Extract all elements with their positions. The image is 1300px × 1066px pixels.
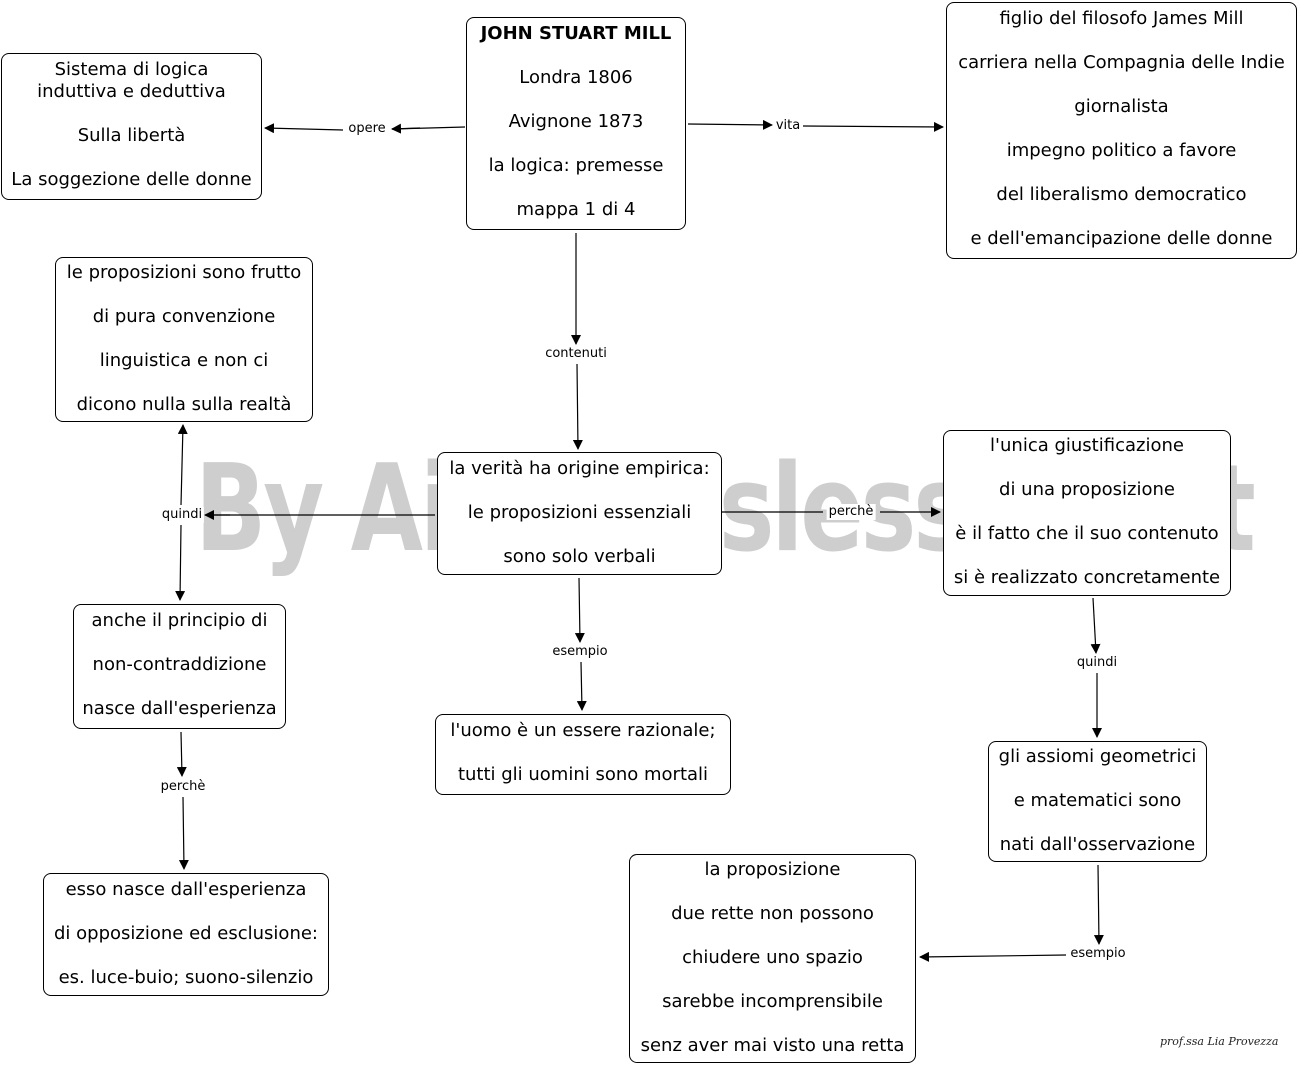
node-line: le proposizioni sono frutto (66, 262, 302, 283)
node-life: figlio del filosofo James Mill carriera … (946, 2, 1297, 259)
node-john-stuart-mill: JOHN STUART MILL Londra 1806 Avignone 18… (466, 17, 686, 230)
node-line: non-contraddizione (92, 654, 267, 675)
node-line: la verità ha origine empirica: (449, 458, 710, 479)
node-line: sono solo verbali (503, 546, 656, 567)
node-line: l'uomo è un essere razionale; (450, 720, 716, 741)
edge-label-opere: opere (346, 121, 388, 137)
node-line: mappa 1 di 4 (516, 199, 636, 220)
node-opposition: esso nasce dall'esperienza di opposizion… (43, 873, 329, 996)
node-line: linguistica e non ci (99, 350, 269, 371)
edge-vita-life (802, 121, 944, 132)
node-line: di una proposizione (999, 479, 1175, 500)
edge-perche-opposition (178, 796, 189, 870)
edge-esempio-lines (919, 951, 1067, 962)
node-line: giornalista (1074, 96, 1169, 117)
node-example-man: l'uomo è un essere razionale; tutti gli … (435, 714, 731, 795)
edge-truth-esempio (574, 577, 585, 643)
node-line: impegno politico a favore (1006, 140, 1237, 161)
node-truth: la verità ha origine empirica: le propos… (437, 452, 722, 575)
node-line: La soggezione delle donne (11, 169, 252, 190)
node-line: nati dall'osservazione (999, 834, 1196, 855)
node-line: anche il principio di (91, 610, 268, 631)
node-line: è il fatto che il suo contenuto (955, 523, 1219, 544)
node-line: di pura convenzione (92, 306, 276, 327)
node-works: Sistema di logica induttiva e deduttiva … (1, 53, 262, 200)
node-line: Avignone 1873 (508, 111, 644, 132)
node-line: Sistema di logica (54, 59, 209, 80)
node-line: due rette non possono (671, 903, 874, 924)
edge-opere-works (264, 123, 344, 134)
node-line: carriera nella Compagnia delle Indie (958, 52, 1285, 73)
node-line: es. luce-buio; suono-silenzio (58, 967, 314, 988)
node-justification: l'unica giustificazione di una proposizi… (943, 430, 1231, 596)
edge-axioms-esempio (1093, 864, 1104, 945)
node-line: le proposizioni essenziali (467, 502, 692, 523)
node-line: chiudere uno spazio (682, 947, 863, 968)
edge-label-quindi-left: quindi (159, 507, 205, 523)
edge-label-esempio-right: esempio (1068, 946, 1128, 962)
edge-label-perche-right: perchè (826, 504, 876, 520)
edge-center-opere-arrow (391, 123, 421, 134)
node-convention: le proposizioni sono frutto di pura conv… (55, 257, 313, 422)
edge-label-vita: vita (773, 118, 803, 134)
edge-noncontr-perche (176, 731, 187, 777)
node-line: esso nasce dall'esperienza (65, 879, 307, 900)
node-line: e matematici sono (1013, 790, 1182, 811)
node-noncontradiction: anche il principio di non-contraddizione… (73, 604, 286, 729)
node-line: gli assiomi geometrici (998, 746, 1197, 767)
node-line: Sulla libertà (77, 125, 186, 146)
author-signature: prof.ssa Lia Provezza (1160, 1035, 1279, 1048)
edge-label-contenuti: contenuti (543, 346, 609, 362)
node-lines-proposition: la proposizione due rette non possono ch… (629, 854, 916, 1063)
node-line: nasce dall'esperienza (82, 698, 277, 719)
edge-quindi-convention (177, 424, 188, 506)
edge-esempio-man (576, 661, 587, 711)
edge-label-quindi-right: quindi (1074, 655, 1120, 671)
node-line: e dell'emancipazione delle donne (970, 228, 1273, 249)
node-title: JOHN STUART MILL (480, 23, 672, 44)
node-line: si è realizzato concretamente (953, 567, 1221, 588)
edge-label-esempio-center: esempio (550, 644, 610, 660)
edge-quindi-noncontradiction (175, 524, 186, 601)
node-line: la logica: premesse (488, 155, 664, 176)
node-line: la proposizione (704, 859, 841, 880)
node-line: sarebbe incomprensibile (662, 991, 883, 1012)
node-line: induttiva e deduttiva (37, 81, 226, 102)
node-line: tutti gli uomini sono mortali (457, 764, 709, 785)
node-line: senz aver mai visto una retta (640, 1035, 905, 1056)
node-line: figlio del filosofo James Mill (999, 8, 1244, 29)
node-line: del liberalismo democratico (996, 184, 1247, 205)
edge-justification-quindi (1090, 597, 1101, 654)
node-line: dicono nulla sulla realtà (76, 394, 292, 415)
node-axioms: gli assiomi geometrici e matematici sono… (988, 741, 1207, 862)
node-line: l'unica giustificazione (990, 435, 1184, 456)
edge-contenuti-truth (572, 363, 583, 450)
node-line: di opposizione ed esclusione: (54, 923, 318, 944)
edge-center-vita (687, 119, 773, 130)
edge-label-perche-left: perchè (158, 779, 208, 795)
node-line: Londra 1806 (519, 67, 633, 88)
